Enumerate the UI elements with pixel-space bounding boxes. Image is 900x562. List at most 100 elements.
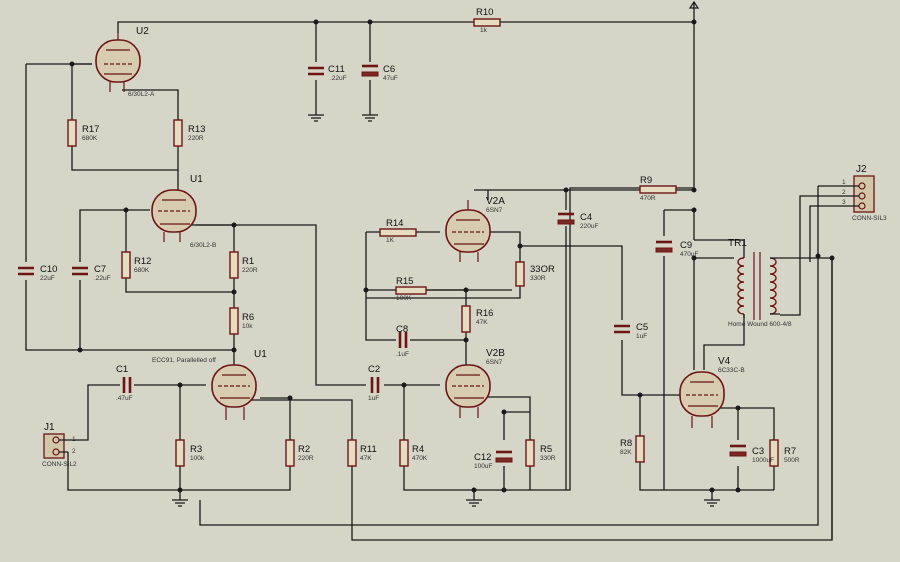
- c5-value: 1uF: [636, 333, 647, 340]
- tube-v4: [679, 371, 725, 428]
- v2b-part: 6SN7: [486, 359, 503, 366]
- c6-value: 47uF: [383, 75, 398, 82]
- r6-value: 10k: [242, 323, 253, 330]
- u1-part: 6/30L2-B: [190, 242, 216, 249]
- v4-part: 6C33C-B: [718, 367, 745, 374]
- r14-value: 1K: [386, 237, 395, 244]
- u1b-label: U1: [254, 349, 267, 360]
- c11-value: .22uF: [330, 75, 347, 82]
- r9-resistor: [639, 185, 677, 194]
- tube-labels: U2 6/30L2-A U1 6/30L2-B U1 ECC91, Parall…: [42, 26, 887, 468]
- tube-u1-lower: [211, 364, 257, 420]
- r8-label: R8: [620, 438, 632, 449]
- c9-value: 470uF: [680, 251, 698, 258]
- c3-label: C3: [752, 446, 764, 457]
- c10-label: C10: [40, 264, 57, 275]
- c4-value: 220uF: [580, 223, 598, 230]
- c10-capacitor: [18, 266, 34, 276]
- connector-j1: [43, 433, 68, 459]
- c4-label: C4: [580, 212, 592, 223]
- v2a-part: 6SN7: [486, 207, 503, 214]
- r8-value: 82K: [620, 449, 632, 456]
- c6-capacitor: [361, 64, 379, 77]
- j2-pin2: 2: [842, 189, 846, 196]
- r2-label: R2: [298, 444, 310, 455]
- r12-value: 680K: [134, 267, 150, 274]
- component-labels: R10 1k C11 .22uF C6 47uF R17 680K R13 22…: [40, 7, 800, 470]
- r10-label: R10: [476, 7, 493, 18]
- v2b-label: V2B: [486, 348, 505, 359]
- c12-value: 100uF: [474, 463, 492, 470]
- c1-capacitor: [122, 377, 132, 393]
- r7-value: 500R: [784, 457, 800, 464]
- j1-pin2: 2: [72, 448, 76, 455]
- junction-dots: [69, 19, 835, 493]
- tr1-label: TR1: [728, 238, 747, 249]
- r1-resistor: [229, 251, 239, 279]
- supply-terminal-icon: [688, 0, 700, 9]
- c7-capacitor: [72, 266, 88, 276]
- ground-symbols: [172, 0, 720, 507]
- c3-capacitor: [729, 444, 747, 457]
- r4-value: 470K: [412, 455, 428, 462]
- c9-label: C9: [680, 240, 692, 251]
- r6-label: R6: [242, 312, 254, 323]
- r9-value: 470R: [640, 195, 656, 202]
- r17-label: R17: [82, 124, 99, 135]
- r13-value: 220R: [188, 135, 204, 142]
- r330-label: 33OR: [530, 264, 555, 275]
- r8-resistor: [635, 435, 645, 463]
- r12-label: R12: [134, 256, 151, 267]
- tube-u2: [95, 33, 141, 92]
- u2-label: U2: [136, 26, 149, 37]
- r11-label: R11: [360, 444, 377, 455]
- tube-v2b: [445, 364, 491, 418]
- c7-value: .22uF: [94, 275, 111, 282]
- c1-value: .47uF: [116, 395, 133, 402]
- c6-label: C6: [383, 64, 395, 75]
- r1-label: R1: [242, 256, 254, 267]
- r7-resistor: [769, 439, 779, 467]
- c7-label: C7: [94, 264, 106, 275]
- wires: [25, 2, 848, 541]
- r12-resistor: [121, 251, 131, 279]
- r17-resistor: [67, 119, 77, 147]
- c2-value: 1uF: [368, 395, 379, 402]
- capacitors: [18, 64, 747, 463]
- r330-resistor: [515, 261, 525, 287]
- r3-value: 100k: [190, 455, 205, 462]
- r16-value: 47K: [476, 319, 488, 326]
- c4-capacitor: [557, 212, 575, 225]
- resistors: [67, 18, 779, 467]
- j2-pin3: 3: [842, 199, 846, 206]
- v2a-label: V2A: [486, 196, 505, 207]
- j1-part: CONN-SIL2: [42, 461, 77, 468]
- r4-label: R4: [412, 444, 424, 455]
- r7-label: R7: [784, 446, 796, 457]
- c8-label: C8: [396, 324, 408, 335]
- c12-capacitor: [495, 450, 513, 463]
- c2-capacitor: [370, 377, 380, 393]
- u1b-part: ECC91, Parallelled off: [152, 357, 216, 364]
- r5-resistor: [525, 439, 535, 467]
- r4-resistor: [399, 439, 409, 467]
- c2-label: C2: [368, 364, 380, 375]
- c11-capacitor: [308, 66, 324, 76]
- r2-resistor: [285, 439, 295, 467]
- r5-label: R5: [540, 444, 552, 455]
- r17-value: 680K: [82, 135, 98, 142]
- r14-resistor: [379, 228, 417, 237]
- r14-label: R14: [386, 218, 403, 229]
- j2-label: J2: [856, 164, 867, 175]
- tr1-part: Home Wound 600-4/8: [728, 321, 792, 328]
- r11-resistor: [347, 439, 357, 467]
- r6-resistor: [229, 307, 239, 335]
- r15-label: R15: [396, 276, 413, 287]
- u2-part: 6/30L2-A: [128, 91, 155, 98]
- r9-label: R9: [640, 175, 652, 186]
- j1-label: J1: [44, 422, 55, 433]
- u1-label: U1: [190, 174, 203, 185]
- c5-label: C5: [636, 322, 648, 333]
- r15-value: 100K: [396, 295, 412, 302]
